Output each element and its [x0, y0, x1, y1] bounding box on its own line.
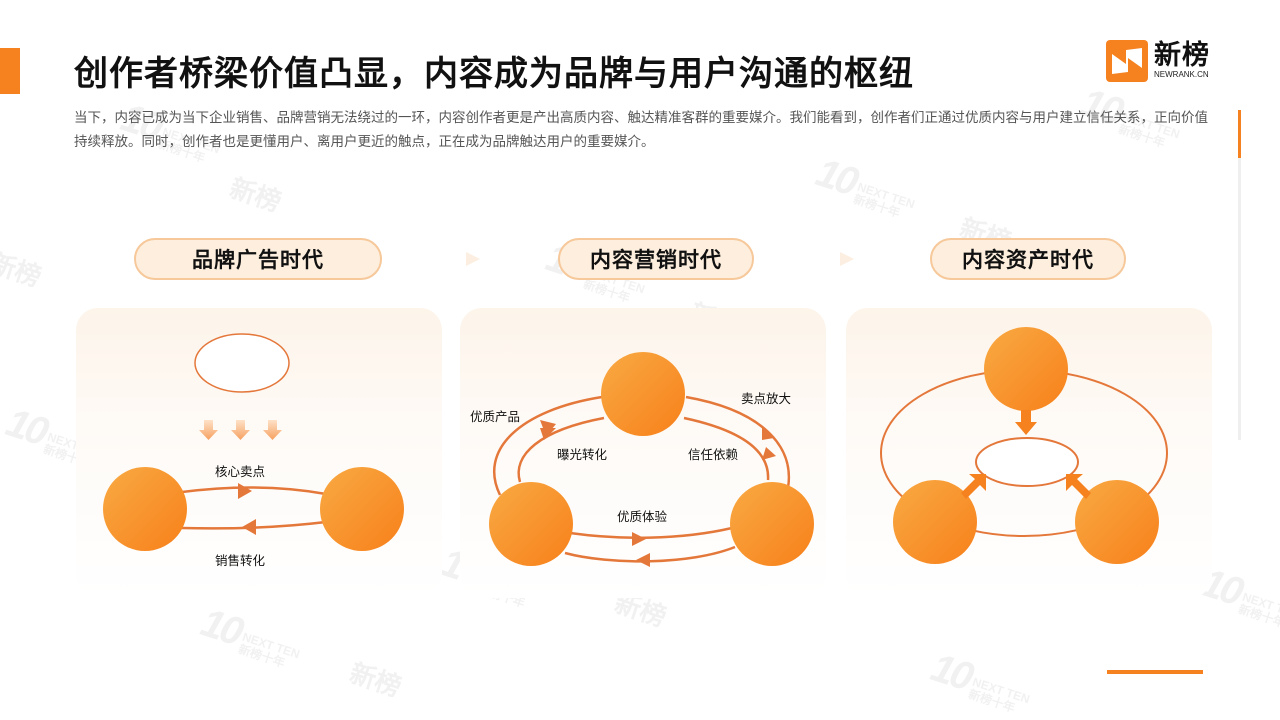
label-sales-conversion: 销售转化: [215, 553, 266, 568]
arrow-up-right-icon: [961, 474, 986, 499]
label-quality-product: 优质产品: [470, 409, 521, 424]
era-pill-brand-ad: 品牌广告时代: [134, 238, 382, 280]
label-selling-point-amplify: 卖点放大: [741, 391, 792, 406]
brand-node: [984, 327, 1068, 411]
user-node: [730, 482, 814, 566]
brand-ellipse: [194, 333, 290, 393]
brand-ad-diagram: [103, 333, 404, 551]
creator-node: [893, 480, 977, 564]
label-exposure-conversion: 曝光转化: [557, 447, 608, 462]
title-accent-bar: [0, 48, 20, 94]
creator-node: [489, 482, 573, 566]
logo-name-cn: 新榜: [1154, 40, 1210, 71]
bottom-accent-bar: [1107, 670, 1203, 674]
scroll-rail-accent: [1238, 110, 1241, 158]
scroll-rail: [1238, 110, 1241, 440]
newrank-logo: 新榜 NEWRANK.CN: [1106, 40, 1210, 82]
intro-paragraph: 当下，内容已成为当下企业销售、品牌营销无法绕过的一环，内容创作者更是产出高质内容…: [74, 110, 1208, 150]
content-marketing-diagram: [489, 352, 814, 567]
brand-node: [601, 352, 685, 436]
content-asset-diagram: [880, 327, 1168, 564]
newrank-n-logo-icon: [1106, 40, 1148, 82]
era-pill-content-asset: 内容资产时代: [930, 238, 1126, 280]
era-pill-content-marketing: 内容营销时代: [558, 238, 754, 280]
user-node: [1075, 480, 1159, 564]
logo-name-en: NEWRANK.CN: [1154, 70, 1209, 79]
chevron-right-icon: [840, 252, 854, 266]
label-core-selling-point: 核心卖点: [215, 464, 266, 479]
arrow-down-icon: [1015, 410, 1037, 435]
arrow-up-left-icon: [1066, 474, 1091, 499]
page-title: 创作者桥梁价值凸显，内容成为品牌与用户沟通的枢纽: [74, 54, 914, 94]
content-asset-core: [975, 437, 1079, 487]
down-arrow-icon: [199, 420, 282, 440]
label-trust-reliance: 信任依赖: [688, 447, 739, 462]
user-node: [320, 467, 404, 551]
brand-node: [103, 467, 187, 551]
label-quality-experience: 优质体验: [617, 509, 668, 524]
chevron-right-icon: [466, 252, 480, 266]
